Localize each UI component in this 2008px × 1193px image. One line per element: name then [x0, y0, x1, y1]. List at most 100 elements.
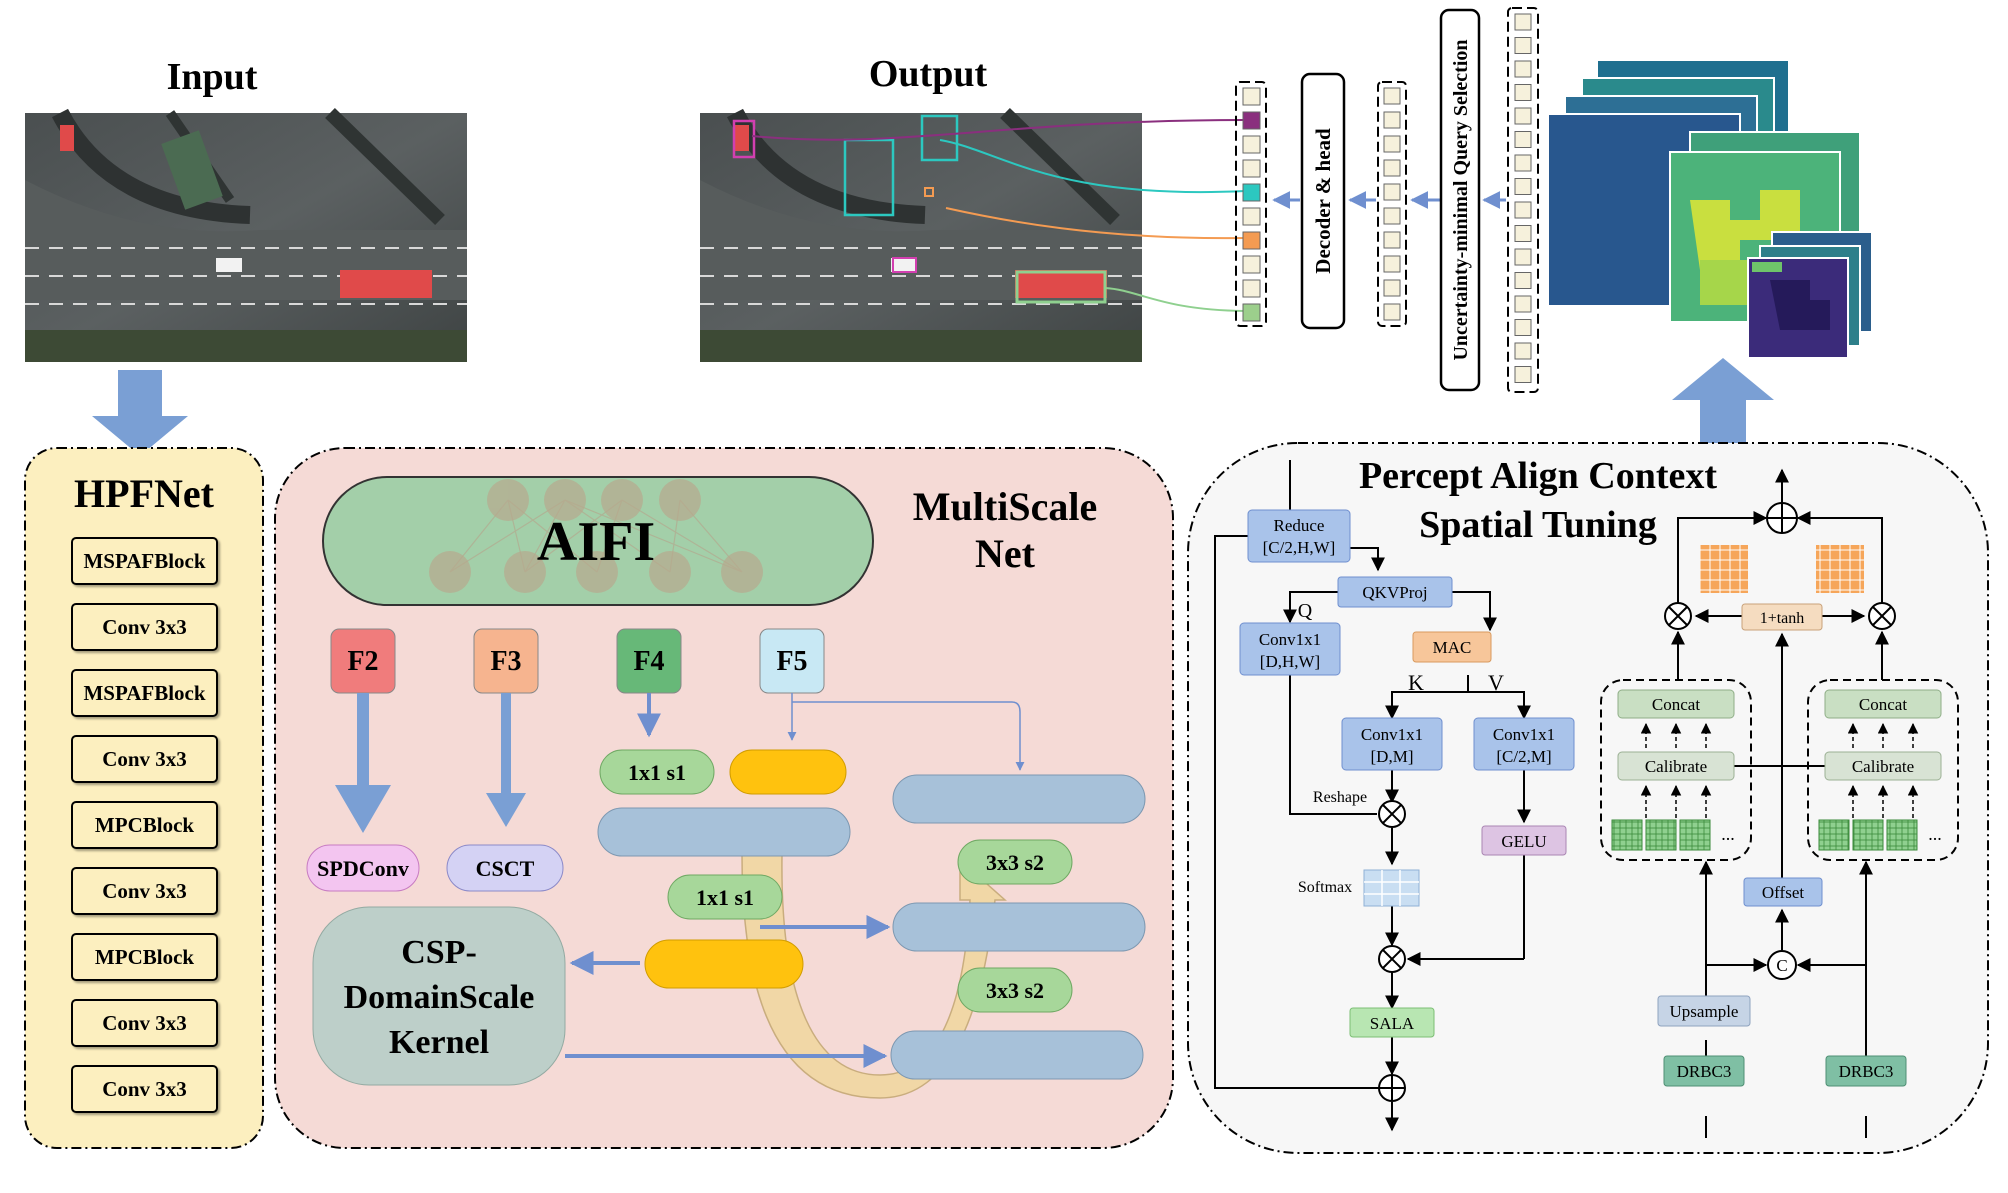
reduce-label-line1: Reduce [1274, 516, 1325, 535]
query-cell [1514, 225, 1532, 242]
hpfnet-block: Conv 3x3 [71, 867, 218, 915]
gelu-label: GELU [1501, 832, 1546, 851]
hpfnet-block: Conv 3x3 [71, 735, 218, 783]
query-cell [1514, 342, 1532, 360]
f5-label: F5 [776, 646, 807, 677]
multiply-node-right [1868, 602, 1896, 630]
concat-block-right: Concat [1824, 689, 1942, 719]
up-arrow [1672, 358, 1774, 446]
conv-3x3-top-block: 3x3 s2 [957, 839, 1073, 885]
conv-1x1-top-label: 1x1 s1 [628, 760, 686, 785]
sala-block: SALA [1349, 1007, 1435, 1038]
conv-1x1-top-block: 1x1 s1 [599, 749, 715, 795]
hpfnet-block-label: MSPAFBlock [83, 681, 205, 705]
hpfnet-block: Conv 3x3 [71, 1065, 218, 1113]
hpfnet-block: MPCBlock [71, 933, 218, 981]
conv-k-label-line1: Conv1x1 [1361, 725, 1423, 744]
f2-label: F2 [347, 646, 378, 677]
hpfnet-block: Conv 3x3 [71, 603, 218, 651]
offset-label: Offset [1762, 883, 1804, 902]
reduce-block: Reduce [C/2,H,W] [1247, 509, 1351, 563]
blue-feature-left [597, 807, 851, 857]
conv-q-label-line1: Conv1x1 [1259, 630, 1321, 649]
query-cell [1514, 84, 1532, 101]
hpfnet-block-label: MPCBlock [95, 945, 194, 969]
drbc3-block-right: DRBC3 [1825, 1055, 1907, 1087]
conv-k-block: Conv1x1 [D,M] [1341, 717, 1443, 771]
q-label: Q [1298, 600, 1313, 622]
offset-block: Offset [1743, 877, 1823, 907]
tanh-block: 1+tanh [1741, 603, 1823, 631]
multiscale-panel: MultiScale Net AIFI F2 F3 F4 F5 [274, 447, 1174, 1149]
upsample-block: Upsample [1657, 995, 1751, 1027]
pacst-panel: Percept Align Context Spatial Tuning Red… [1187, 442, 1989, 1154]
concat-node: C [1767, 950, 1797, 980]
pacst-title-line1: Percept Align Context [1359, 455, 1717, 497]
orange-grid-right [1816, 545, 1864, 593]
multiscale-title-line1: MultiScale [913, 484, 1097, 529]
green-patches-right [1818, 819, 1918, 851]
conv-3x3-top-label: 3x3 s2 [986, 850, 1044, 875]
input-title: Input [167, 56, 258, 98]
concat-label-left: Concat [1652, 695, 1700, 714]
conv-q-block: Conv1x1 [D,H,W] [1239, 622, 1341, 676]
add-node-top [1766, 502, 1798, 534]
down-arrow [92, 370, 188, 456]
v-label: V [1488, 670, 1504, 695]
aifi-block: AIFI [322, 476, 874, 606]
query-cell [1514, 13, 1532, 31]
csct-block: CSCT [446, 844, 564, 892]
qkvproj-label: QKVProj [1362, 583, 1427, 602]
blue-feature-right-mid [892, 902, 1146, 952]
concat-label-right: Concat [1859, 695, 1907, 714]
pacst-title-line2: Spatial Tuning [1419, 504, 1657, 546]
qkvproj-block: QKVProj [1337, 576, 1453, 608]
conv-v-label-line1: Conv1x1 [1493, 725, 1555, 744]
conv-1x1-mid-block: 1x1 s1 [667, 874, 783, 920]
query-cell [1514, 295, 1532, 313]
query-cell [1514, 178, 1532, 195]
query-cell [1514, 272, 1532, 289]
multiply-node-1 [1378, 800, 1406, 828]
query-column-full [1507, 7, 1539, 393]
hpfnet-block-label: MPCBlock [95, 813, 194, 837]
sala-label: SALA [1370, 1014, 1415, 1033]
f4-label: F4 [633, 646, 664, 677]
yellow-node-bottom [644, 939, 804, 989]
query-cell [1514, 37, 1532, 54]
query-selection-label: Uncertainty-minimal Query Selection [1450, 39, 1472, 360]
k-label: K [1408, 670, 1424, 695]
ellipsis-left: ... [1721, 824, 1735, 844]
kernel-label-line2: DomainScale [344, 979, 535, 1016]
multiscale-title-line2: Net [975, 531, 1036, 576]
query-selection-block: Uncertainty-minimal Query Selection [1439, 8, 1481, 392]
spdconv-label: SPDConv [317, 856, 409, 881]
calibrate-group-left [1600, 679, 1752, 861]
conv-v-block: Conv1x1 [C/2,M] [1473, 717, 1575, 771]
calibrate-label-left: Calibrate [1645, 757, 1707, 776]
hpfnet-title: HPFNet [74, 471, 215, 516]
gelu-block: GELU [1481, 825, 1567, 856]
multiply-node-left [1664, 602, 1692, 630]
query-cell [1514, 107, 1532, 125]
concat-block-left: Concat [1617, 689, 1735, 719]
kernel-label-line1: CSP- [401, 934, 477, 971]
conv-v-label-line2: [C/2,M] [1496, 747, 1551, 766]
reduce-label-line2: [C/2,H,W] [1263, 538, 1336, 557]
reshape-label: Reshape [1313, 789, 1367, 806]
query-cell [1514, 154, 1532, 172]
hpfnet-block-label: MSPAFBlock [83, 549, 205, 573]
mac-block: MAC [1412, 631, 1492, 663]
selected-query-column [1235, 81, 1267, 327]
conv-k-label-line2: [D,M] [1371, 747, 1414, 766]
ellipsis-right: ... [1928, 824, 1942, 844]
aifi-label: AIFI [537, 511, 655, 573]
calibrate-group-right [1807, 679, 1959, 861]
query-cell [1514, 201, 1532, 219]
hpfnet-block-label: Conv 3x3 [102, 1011, 187, 1035]
query-cell [1514, 60, 1532, 78]
hpfnet-block: MSPAFBlock [71, 537, 218, 585]
hpfnet-block-label: Conv 3x3 [102, 615, 187, 639]
hpfnet-block: Conv 3x3 [71, 999, 218, 1047]
